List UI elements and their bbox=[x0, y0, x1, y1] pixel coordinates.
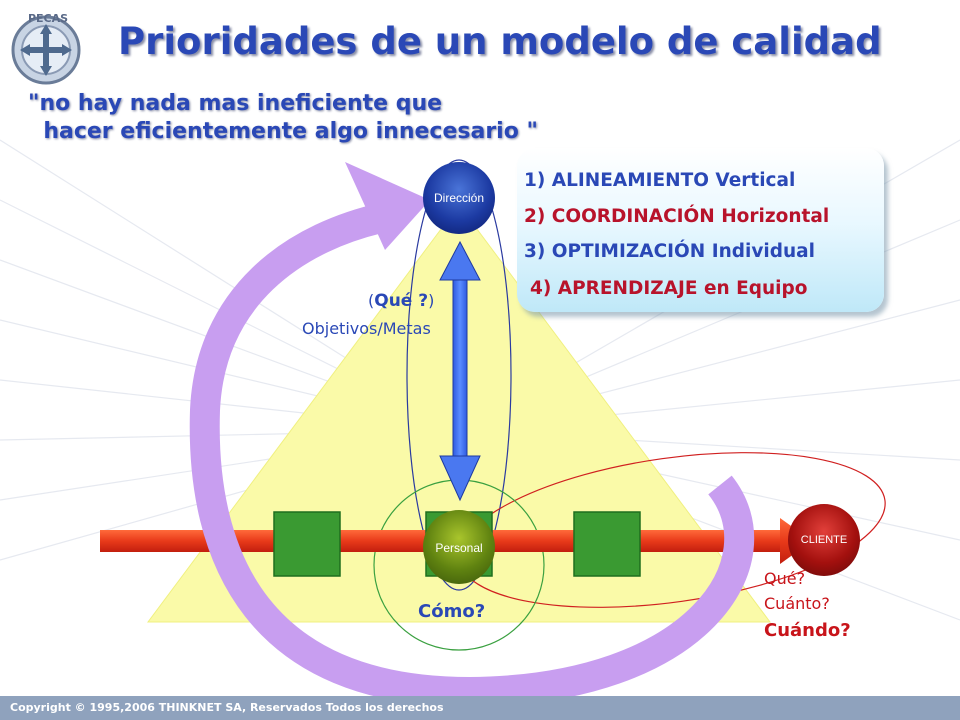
que-label: (Qué ?) bbox=[368, 291, 434, 311]
vertical-double-arrow bbox=[439, 240, 481, 502]
process-step-3 bbox=[573, 511, 641, 577]
que-close-paren: ) bbox=[428, 291, 435, 310]
que-text: Qué ? bbox=[374, 291, 429, 311]
quote-line-2: hacer eficientemente algo innecesario " bbox=[28, 119, 538, 144]
priority-aprendizaje: 4) APRENDIZAJE en Equipo bbox=[530, 278, 808, 299]
page-title: Prioridades de un modelo de calidad bbox=[118, 20, 882, 63]
process-step-1 bbox=[273, 511, 341, 577]
como-label: Cómo? bbox=[418, 601, 486, 622]
priorities-box bbox=[517, 148, 884, 312]
client-que-label: Qué? bbox=[764, 569, 806, 588]
node-direccion: Dirección bbox=[423, 162, 495, 234]
node-cliente: CLIENTE bbox=[788, 504, 860, 576]
pecas-logo: PECAS bbox=[11, 12, 81, 85]
quote: "no hay nada mas ineficiente que hacer e… bbox=[28, 90, 538, 146]
client-cuanto-label: Cuánto? bbox=[764, 594, 830, 613]
priority-optimizacion: 3) OPTIMIZACIÓN Individual bbox=[524, 241, 815, 262]
vertical-alignment-ellipse bbox=[406, 159, 512, 591]
objetivos-label: Objetivos/Metas bbox=[302, 319, 431, 338]
node-personal: Personal bbox=[423, 510, 495, 584]
que-open-paren: ( bbox=[368, 291, 375, 310]
quote-line-1: "no hay nada mas ineficiente que bbox=[28, 91, 443, 116]
copyright-text: Copyright © 1995,2006 THINKNET SA, Reser… bbox=[10, 701, 444, 714]
learning-loop-arrow bbox=[189, 162, 755, 708]
logo-text: PECAS bbox=[28, 12, 68, 25]
footer-bar: Copyright © 1995,2006 THINKNET SA, Reser… bbox=[0, 696, 960, 720]
priority-alineamiento: 1) ALINEAMIENTO Vertical bbox=[524, 170, 796, 191]
client-cuando-label: Cuándo? bbox=[764, 620, 851, 641]
priority-coordinacion: 2) COORDINACIÓN Horizontal bbox=[524, 206, 830, 227]
